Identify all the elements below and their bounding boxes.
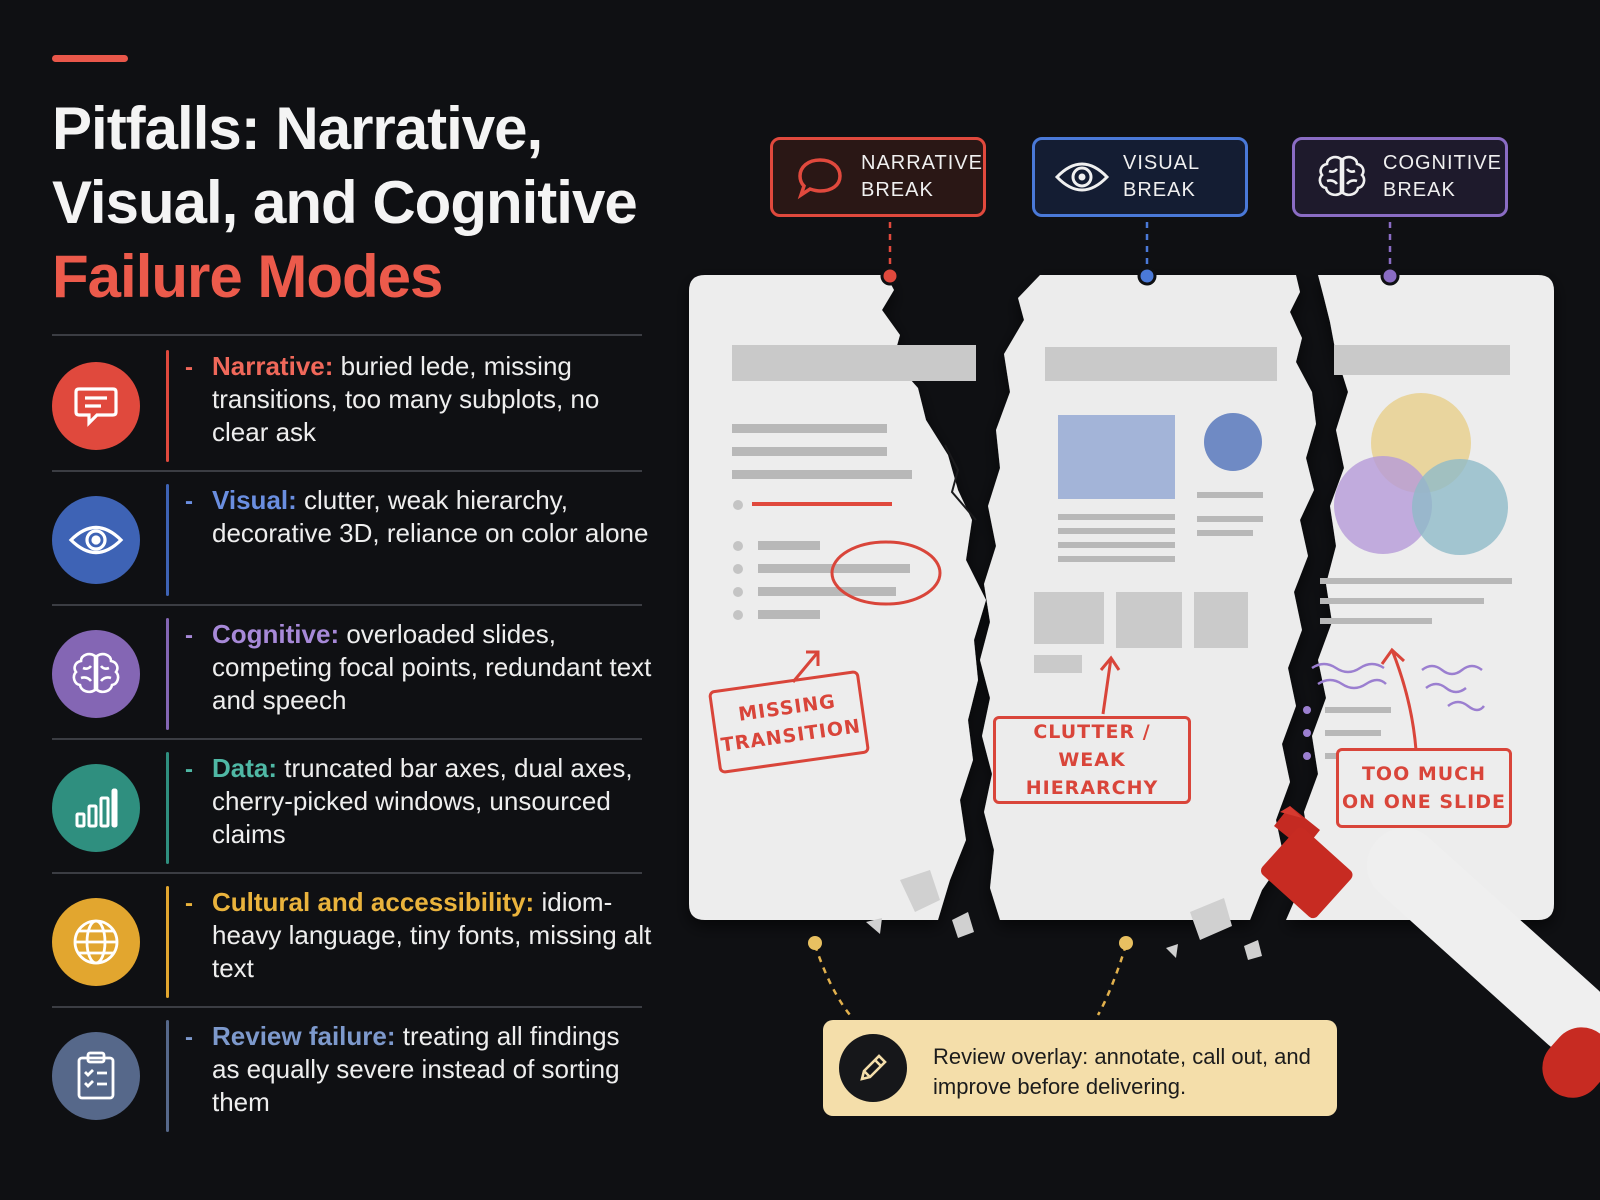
item-dash: - — [185, 1024, 193, 1051]
globe-icon — [52, 898, 140, 986]
slide-panel-left — [689, 275, 986, 920]
brain-icon — [1313, 153, 1371, 201]
pitfall-description: overloaded slides, competing focal point… — [212, 619, 652, 715]
pitfall-item: -Data: truncated bar axes, dual axes, ch… — [52, 742, 642, 874]
pitfall-item: -Visual: clutter, weak hierarchy, decora… — [52, 474, 648, 606]
callout-too-much-on-one-slide: TOO MUCH ON ONE SLIDE — [1336, 748, 1512, 828]
middle-slide-content — [1034, 347, 1277, 715]
pitfall-key: Narrative: — [212, 351, 334, 381]
pitfall-text: Review failure: treating all findings as… — [212, 1020, 652, 1119]
item-dash: - — [185, 890, 193, 917]
item-rule — [166, 752, 169, 864]
red-marker — [1260, 806, 1600, 1098]
pitfall-key: Review failure: — [212, 1021, 396, 1051]
pitfall-description: idiom-heavy language, tiny fonts, missin… — [212, 887, 652, 983]
item-rule — [166, 350, 169, 462]
speech-bubble-icon — [52, 362, 140, 450]
pitfall-text: Data: truncated bar axes, dual axes, che… — [212, 752, 652, 851]
debris — [866, 870, 1262, 960]
item-dash: - — [185, 354, 193, 381]
pencil-icon — [839, 1034, 907, 1102]
tag-visual-break: VISUAL BREAK — [1032, 137, 1248, 217]
pitfall-description: truncated bar axes, dual axes, cherry-pi… — [212, 753, 633, 849]
left-slide-content — [732, 345, 976, 683]
title-line-2: Visual, and Cognitive — [52, 169, 638, 236]
pitfall-description: buried lede, missing transitions, too ma… — [212, 351, 600, 447]
pitfall-key: Visual: — [212, 485, 297, 515]
tag-label: VISUAL BREAK — [1123, 152, 1201, 201]
pitfall-item: -Narrative: buried lede, missing transit… — [52, 340, 642, 472]
review-overlay-note: Review overlay: annotate, call out, and … — [823, 1020, 1337, 1116]
divider — [52, 1006, 642, 1008]
review-overlay-text: Review overlay: annotate, call out, and … — [933, 1044, 1311, 1099]
divider — [52, 872, 642, 874]
tag-label: NARRATIVE BREAK — [861, 152, 983, 201]
tag-label: COGNITIVE BREAK — [1383, 152, 1503, 201]
divider — [52, 738, 642, 740]
pitfall-text: Cultural and accessibility: idiom-heavy … — [212, 886, 652, 985]
slide-panel-right — [1286, 275, 1554, 920]
brain-icon — [52, 630, 140, 718]
page-title: Pitfalls: Narrative, Visual, and Cogniti… — [52, 92, 638, 314]
item-dash: - — [185, 488, 193, 515]
callout-clutter-weak-hierarchy: CLUTTER / WEAK HIERARCHY — [993, 716, 1191, 804]
pitfall-item: -Cognitive: overloaded slides, competing… — [52, 608, 651, 740]
pitfall-text: Narrative: buried lede, missing transiti… — [212, 350, 652, 449]
tag-narrative-break: NARRATIVE BREAK — [770, 137, 986, 217]
eye-icon — [52, 496, 140, 584]
eye-icon — [1053, 153, 1111, 201]
divider — [52, 604, 642, 606]
accent-bar — [52, 55, 128, 62]
item-dash: - — [185, 622, 193, 649]
item-rule — [166, 1020, 169, 1132]
tag-anchor-dots — [880, 266, 1400, 286]
pitfall-item: -Review failure: treating all findings a… — [52, 1010, 642, 1142]
tag-cognitive-break: COGNITIVE BREAK — [1292, 137, 1508, 217]
pitfall-description: treating all findings as equally severe … — [212, 1021, 620, 1117]
pitfall-item: -Cultural and accessibility: idiom-heavy… — [52, 876, 651, 1008]
pitfall-text: Visual: clutter, weak hierarchy, decorat… — [212, 484, 652, 550]
clipboard-icon — [52, 1032, 140, 1120]
item-dash: - — [185, 756, 193, 783]
pitfall-text: Cognitive: overloaded slides, competing … — [212, 618, 652, 717]
speech-bubble-icon — [791, 153, 849, 201]
title-highlight: Failure Modes — [52, 243, 443, 310]
item-rule — [166, 886, 169, 998]
item-rule — [166, 618, 169, 730]
right-slide-content — [1303, 345, 1512, 760]
item-rule — [166, 484, 169, 596]
divider — [52, 470, 642, 472]
title-line-1: Pitfalls: Narrative, — [52, 95, 543, 162]
pitfall-key: Data: — [212, 753, 278, 783]
bar-chart-icon — [52, 764, 140, 852]
pitfall-key: Cultural and accessibility: — [212, 887, 535, 917]
pitfall-description: clutter, weak hierarchy, decorative 3D, … — [212, 485, 649, 548]
divider — [52, 334, 642, 336]
pitfall-key: Cognitive: — [212, 619, 340, 649]
